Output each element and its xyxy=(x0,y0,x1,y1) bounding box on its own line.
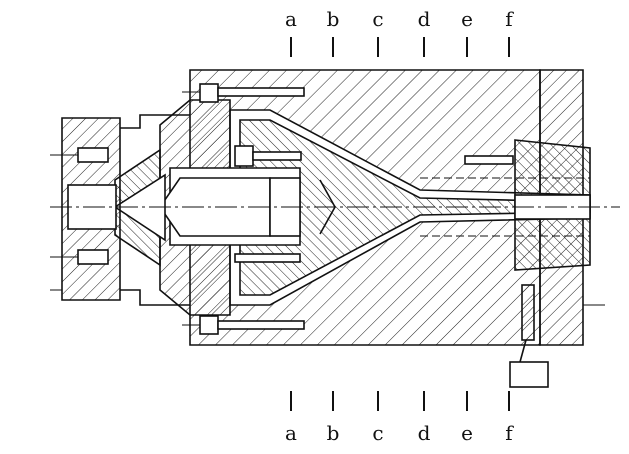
adjusting-knob xyxy=(509,361,549,388)
label-e-top: e xyxy=(461,7,473,31)
section-marks-top xyxy=(290,37,510,57)
section-marks-bottom xyxy=(290,391,510,411)
body-bolt-bottom xyxy=(199,315,219,335)
label-c-top: c xyxy=(372,7,383,31)
label-b-top: b xyxy=(327,7,340,31)
adjusting-screw xyxy=(521,284,535,341)
label-b-bottom: b xyxy=(327,421,340,445)
flange-bolt-top xyxy=(77,147,109,163)
label-a-bottom: a xyxy=(285,421,297,445)
label-d-top: d xyxy=(418,7,431,31)
label-f-bottom: f xyxy=(505,421,514,445)
label-e-bottom: e xyxy=(461,421,473,445)
label-a-top: a xyxy=(285,7,297,31)
label-f-top: f xyxy=(505,7,514,31)
spider-bolt-top xyxy=(234,145,254,167)
label-d-bottom: d xyxy=(418,421,431,445)
body-bolt-top xyxy=(199,83,219,103)
label-c-bottom: c xyxy=(372,421,383,445)
flange-bolt-bottom xyxy=(77,249,109,265)
